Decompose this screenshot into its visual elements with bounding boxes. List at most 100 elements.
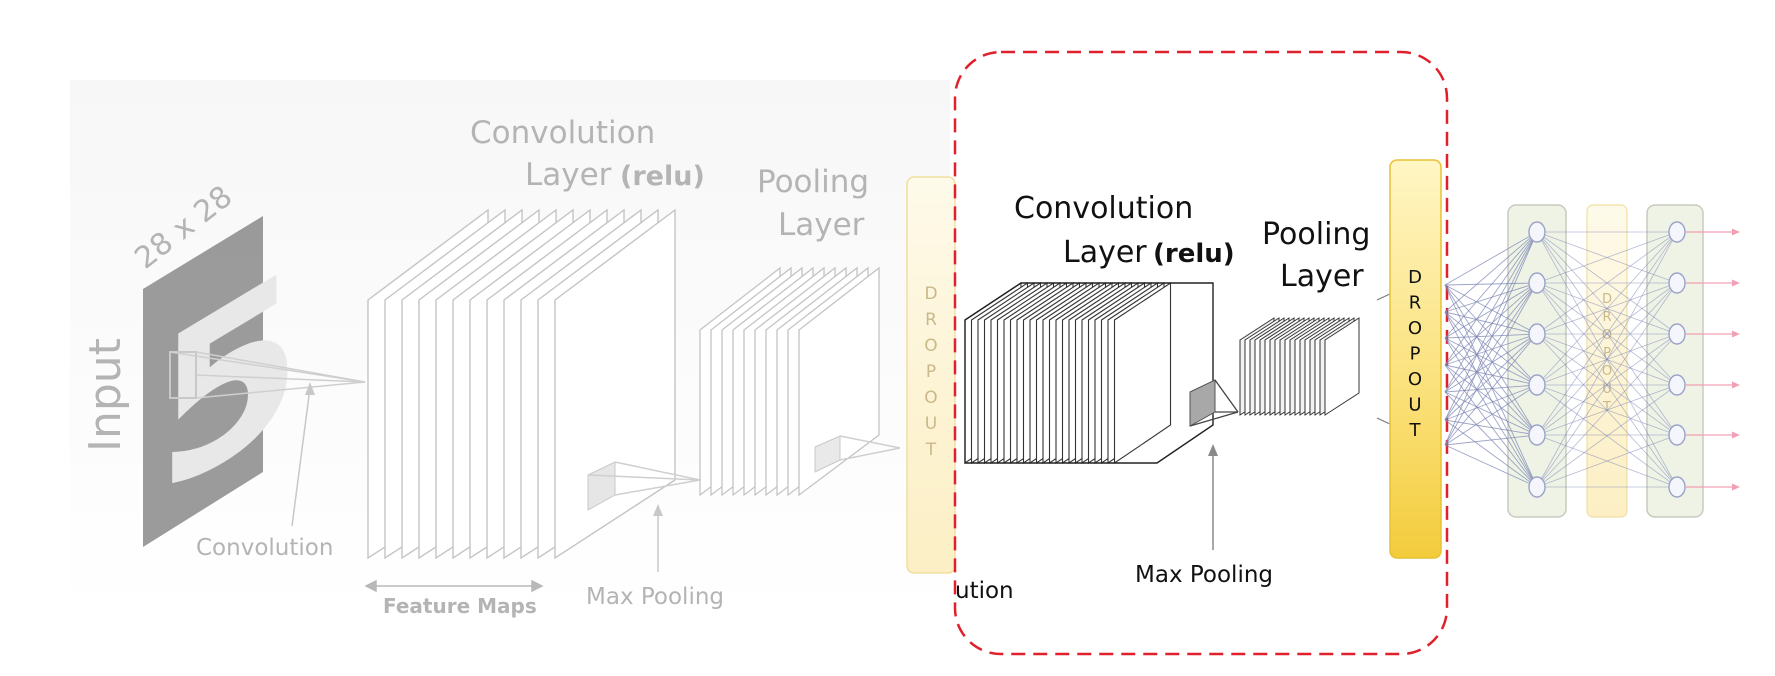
dense-neuron — [1668, 374, 1686, 396]
faded-pool-title-line2: Layer — [778, 207, 865, 243]
highlight-partial-convolution-label: ution — [955, 578, 1014, 604]
dense-edge — [1444, 444, 1538, 488]
dropout-letter: D — [924, 284, 937, 304]
dropout-letter: T — [1409, 420, 1422, 441]
dropout-letter: O — [924, 388, 937, 408]
highlight-pool-map-stack — [1239, 317, 1360, 416]
dense-edge — [1444, 282, 1538, 446]
dense-edge — [1444, 434, 1538, 446]
dense-neurons — [1528, 221, 1686, 498]
highlight-pool-title-line1: Pooling — [1262, 217, 1370, 252]
dense-neuron — [1528, 374, 1546, 396]
faded-pool-map — [798, 266, 880, 497]
dropout-letter: R — [1602, 310, 1611, 325]
dense-edge — [1444, 333, 1538, 366]
dropout-letter: P — [1603, 346, 1611, 361]
dropout-letter: O — [1408, 318, 1422, 339]
dense-edge — [1444, 231, 1538, 339]
dense-neuron — [1528, 424, 1546, 446]
dense-edge — [1444, 284, 1538, 386]
highlight-region-border — [953, 50, 1449, 656]
dropout-letter: D — [1602, 292, 1612, 307]
faded-pool-title-line1: Pooling — [757, 164, 869, 200]
dropout-letter: T — [1602, 400, 1611, 415]
dropout-letter: U — [925, 414, 937, 434]
faded-feature-map-stack — [367, 208, 676, 560]
dense-edge — [1444, 284, 1538, 436]
dense-edge — [1444, 311, 1538, 386]
dense-neuron — [1668, 221, 1686, 243]
dense-edge — [1444, 311, 1538, 335]
dense-edge — [1444, 284, 1538, 335]
dense-edge — [1536, 282, 1678, 488]
dropout-letter: R — [1409, 293, 1422, 314]
dense-edge — [1444, 337, 1538, 436]
highlight-conv-activation: (relu) — [1153, 239, 1235, 269]
dense-edge — [1536, 231, 1678, 436]
dense-neuron — [1668, 272, 1686, 294]
dense-neuron — [1668, 424, 1686, 446]
output-arrow-head — [1732, 431, 1740, 439]
dense-edge — [1536, 231, 1678, 335]
dropout-letter: O — [1408, 369, 1422, 390]
dropout-letter: P — [926, 362, 936, 382]
dropout-letter: O — [924, 336, 937, 356]
dense-edge — [1444, 333, 1538, 339]
dropout-letter: O — [1602, 364, 1612, 379]
dropout-letter: U — [1408, 395, 1421, 416]
dense-edge — [1536, 333, 1678, 488]
dropout-block-small — [1586, 204, 1628, 518]
dropout-letter: U — [1602, 382, 1612, 397]
dense-neuron — [1528, 221, 1546, 243]
dense-edge — [1444, 231, 1538, 313]
dense-neuron — [1528, 272, 1546, 294]
dense-edge — [1444, 337, 1538, 488]
dense-edge — [1444, 364, 1538, 386]
faded-conv-title-line1: Convolution — [470, 115, 655, 151]
dropout-letter: R — [925, 310, 937, 330]
faded-conv-activation: (relu) — [620, 161, 705, 192]
dense-edge — [1444, 282, 1538, 421]
dense-edge — [1444, 364, 1538, 488]
output-arrow-head — [1732, 330, 1740, 338]
convolution-label-faded: Convolution — [196, 535, 333, 561]
conv-receptive-lines — [169, 351, 366, 399]
dropout-letter: O — [1602, 328, 1612, 343]
input-image — [143, 216, 263, 547]
output-arrow-head — [1732, 483, 1740, 491]
faded-pool-layer: Pooling Layer — [699, 164, 901, 497]
dense-neuron — [1528, 323, 1546, 345]
output-arrows — [1686, 228, 1740, 491]
faded-pool-map-stack — [699, 266, 880, 497]
highlight-pool-layer: Pooling Layer — [1239, 217, 1393, 426]
dense-edge — [1444, 333, 1538, 421]
convolution-pointer-arrow — [305, 382, 315, 395]
dense-edge — [1444, 364, 1538, 436]
faded-conv-layer: Convolution Layer (relu) Feature Maps — [364, 115, 705, 618]
highlight-pool-map — [1324, 317, 1360, 416]
dense-edge — [1536, 231, 1678, 488]
dropout-letter: T — [925, 440, 937, 460]
dense-edge — [1444, 231, 1538, 366]
dense-edge — [1444, 282, 1538, 339]
dense-edge — [1444, 384, 1538, 393]
dropout-letter: P — [1410, 344, 1421, 365]
highlight-feature-map-stack — [964, 281, 1214, 465]
dense-edge — [1536, 384, 1678, 488]
dense-edge — [1444, 311, 1538, 436]
feature-maps-dimension — [364, 579, 544, 593]
output-arrow-head — [1732, 228, 1740, 236]
faded-pool-window: Max Pooling — [586, 461, 724, 610]
input-label: Input — [80, 338, 131, 452]
highlight-conv-title-line1: Convolution — [1014, 191, 1193, 226]
dense-edge — [1444, 419, 1538, 436]
dropout-letter: D — [1408, 267, 1422, 288]
highlight-max-pooling-label: Max Pooling — [1135, 562, 1273, 588]
